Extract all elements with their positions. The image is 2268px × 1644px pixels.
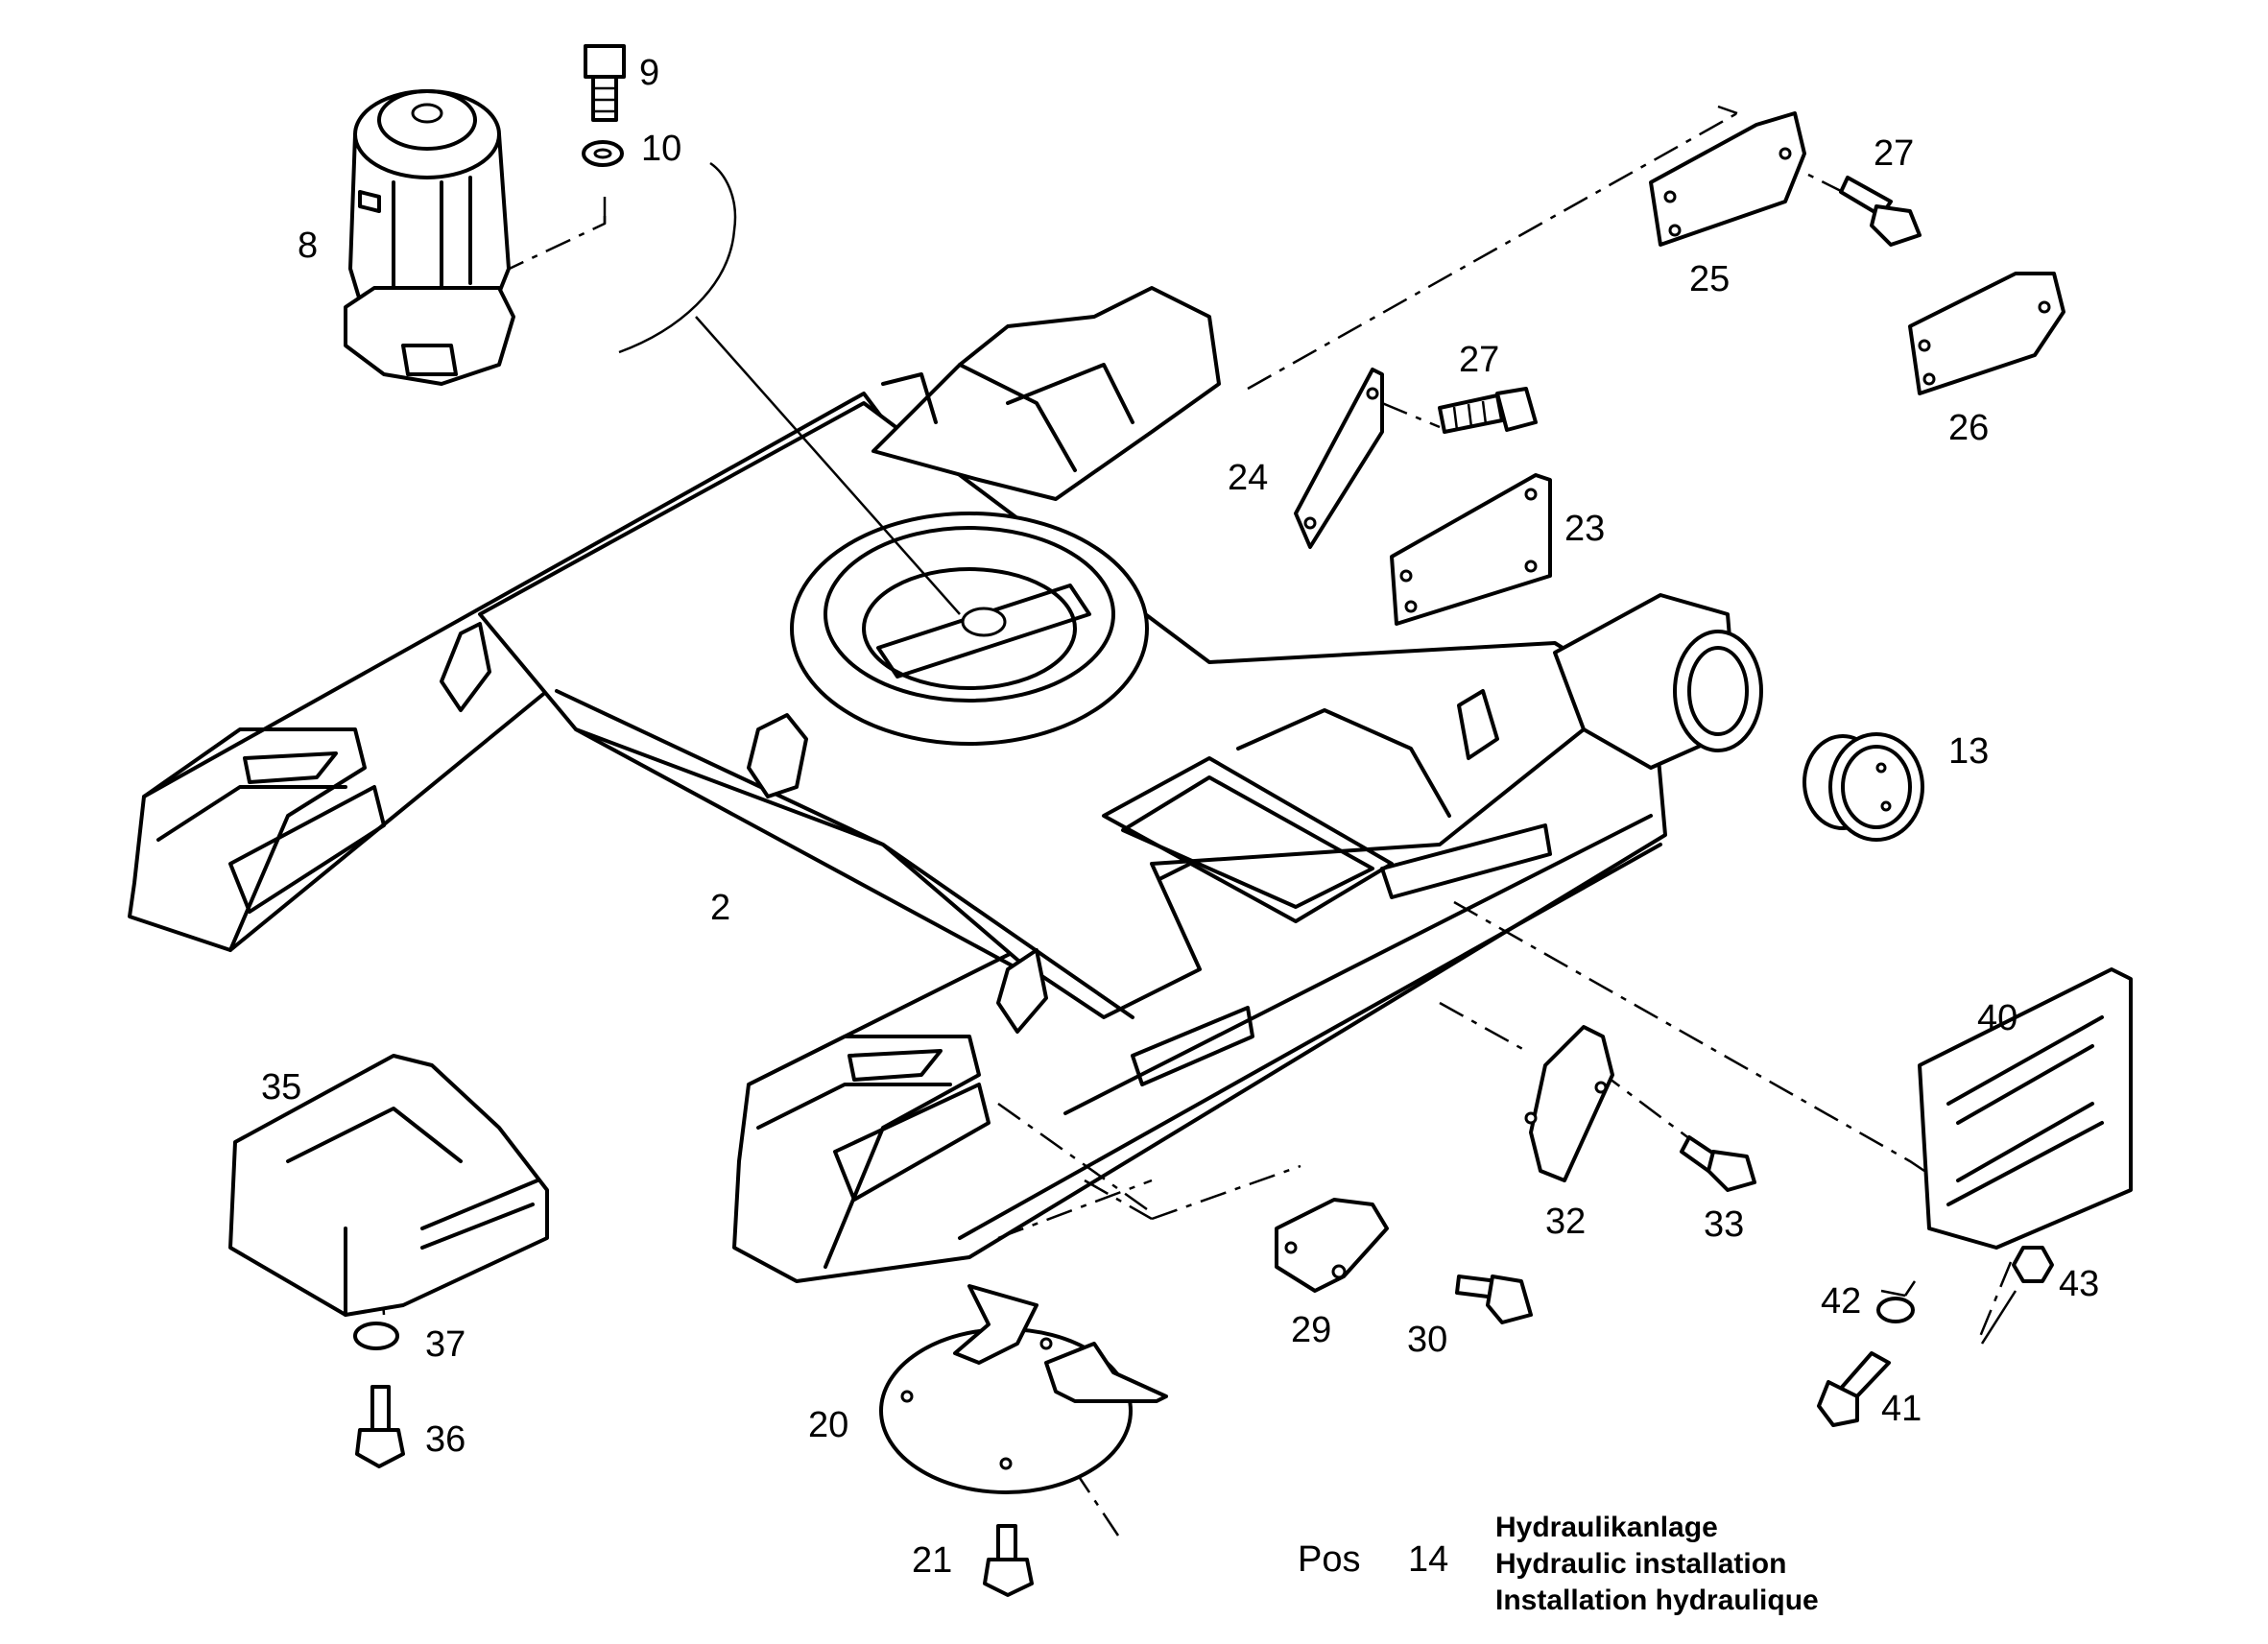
washer-10 [582, 140, 624, 167]
callout-35: 35 [261, 1067, 301, 1108]
disc-20 [879, 1284, 1168, 1494]
callout-8: 8 [298, 226, 318, 266]
callout-25: 25 [1689, 259, 1730, 299]
bolt-27-upper [1839, 176, 1922, 247]
legend-description-en: Hydraulic installation [1495, 1548, 1787, 1580]
plate-24 [1294, 368, 1384, 549]
callout-10: 10 [641, 129, 681, 169]
washer-42 [1876, 1297, 1915, 1323]
callout-20: 20 [808, 1405, 848, 1445]
cover-plate-25 [1649, 111, 1806, 247]
callout-labels: 8 9 10 27 25 26 27 24 23 13 2 40 35 32 3… [261, 53, 2099, 1581]
callout-43: 43 [2059, 1264, 2099, 1304]
callout-37: 37 [425, 1324, 466, 1365]
callout-13: 13 [1948, 731, 1989, 772]
callout-30: 30 [1407, 1320, 1447, 1360]
plate-23 [1390, 473, 1552, 626]
callout-41: 41 [1881, 1389, 1922, 1429]
callout-2: 2 [710, 888, 730, 928]
nut-43 [2012, 1246, 2054, 1283]
cover-plate-26 [1908, 272, 2065, 395]
callout-32: 32 [1545, 1202, 1586, 1242]
bolt-9 [584, 44, 626, 122]
callout-9: 9 [639, 53, 659, 93]
callout-21: 21 [912, 1540, 952, 1581]
bracket-35 [228, 1054, 549, 1317]
callout-23: 23 [1564, 509, 1605, 549]
bolt-36 [355, 1385, 405, 1468]
callout-33: 33 [1704, 1204, 1744, 1245]
callout-27b: 27 [1459, 340, 1499, 380]
undercarriage-frame [128, 286, 1763, 1283]
plate-29 [1275, 1198, 1389, 1293]
callout-26: 26 [1948, 408, 1989, 448]
swing-motor [344, 89, 515, 386]
bolt-27-middle [1438, 387, 1538, 434]
bolt-41 [1817, 1351, 1891, 1427]
bolt-30 [1455, 1275, 1533, 1324]
callout-40: 40 [1977, 998, 2017, 1038]
callout-27a: 27 [1874, 133, 1914, 174]
callout-36: 36 [425, 1419, 466, 1460]
legend-description-de: Hydraulikanlage [1495, 1512, 1718, 1543]
plug-13 [1802, 732, 1924, 842]
leader-lines [377, 105, 2017, 1537]
step-40 [1918, 967, 2133, 1250]
legend-pos-number: 14 [1408, 1539, 1449, 1580]
bolt-21 [983, 1524, 1034, 1597]
legend-pos-label: Pos [1298, 1539, 1361, 1580]
washer-37 [353, 1322, 399, 1350]
bolt-33 [1680, 1135, 1756, 1192]
callout-24: 24 [1228, 458, 1268, 498]
callout-29: 29 [1291, 1310, 1331, 1350]
callout-42: 42 [1821, 1281, 1861, 1322]
plate-32 [1524, 1025, 1614, 1182]
legend-description-fr: Installation hydraulique [1495, 1584, 1819, 1616]
